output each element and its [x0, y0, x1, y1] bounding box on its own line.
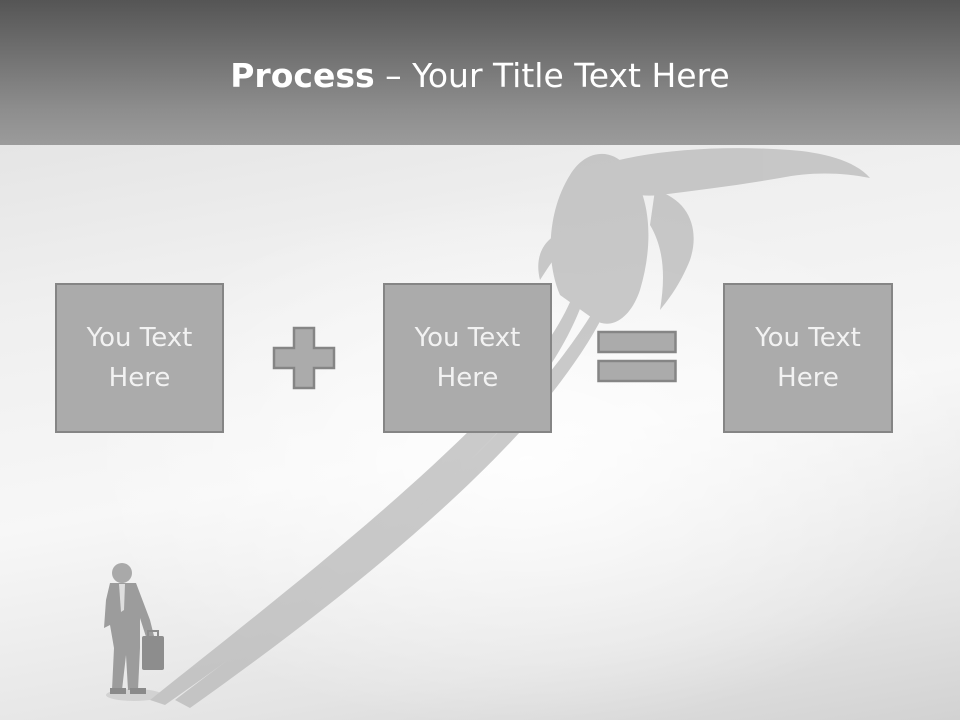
businessman-figure [104, 563, 164, 701]
text-box-2[interactable]: You Text Here [383, 283, 552, 433]
equals-icon [597, 330, 677, 383]
text-box-3[interactable]: You Text Here [723, 283, 893, 433]
text-box-2-label: You Text Here [414, 323, 521, 393]
text-box-1-label: You Text Here [86, 323, 193, 393]
plus-icon [272, 326, 336, 390]
title-rest: – Your Title Text Here [374, 56, 730, 95]
text-box-1[interactable]: You Text Here [55, 283, 224, 433]
slide-title: Process – Your Title Text Here [0, 54, 960, 98]
title-bar: Process – Your Title Text Here [0, 0, 960, 145]
text-box-3-label: You Text Here [755, 323, 861, 393]
title-bold: Process [230, 56, 375, 95]
bird-shadow [150, 148, 870, 708]
